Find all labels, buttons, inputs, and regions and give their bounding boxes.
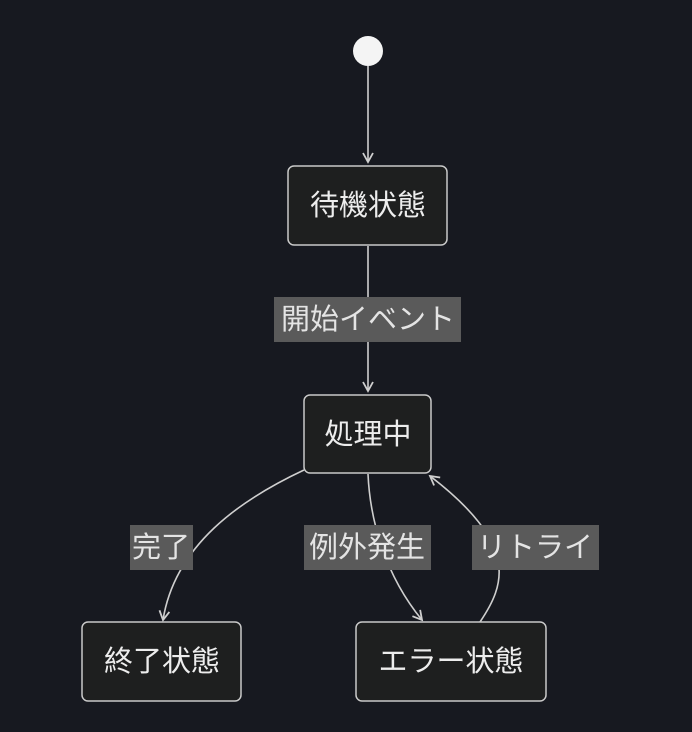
state-error: エラー状態 — [355, 621, 547, 702]
edge-processing-to-finished — [158, 469, 305, 622]
initial-state-dot — [353, 36, 383, 66]
transition-label-exception-text: 例外発生 — [309, 530, 425, 564]
transition-label-exception: 例外発生 — [304, 525, 431, 570]
state-waiting-label: 待機状態 — [310, 188, 426, 222]
transition-label-start-event: 開始イベント — [274, 297, 461, 342]
state-processing: 処理中 — [303, 394, 432, 474]
state-finished: 終了状態 — [81, 621, 242, 702]
state-waiting: 待機状態 — [287, 165, 448, 246]
transition-label-retry-text: リトライ — [477, 530, 593, 564]
transition-label-complete-text: 完了 — [132, 530, 190, 564]
state-error-label: エラー状態 — [378, 644, 523, 678]
transition-label-complete: 完了 — [130, 525, 193, 570]
transition-label-start-event-text: 開始イベント — [281, 302, 455, 336]
transition-label-retry: リトライ — [472, 525, 599, 570]
state-processing-label: 処理中 — [324, 417, 411, 451]
state-finished-label: 終了状態 — [104, 644, 220, 678]
